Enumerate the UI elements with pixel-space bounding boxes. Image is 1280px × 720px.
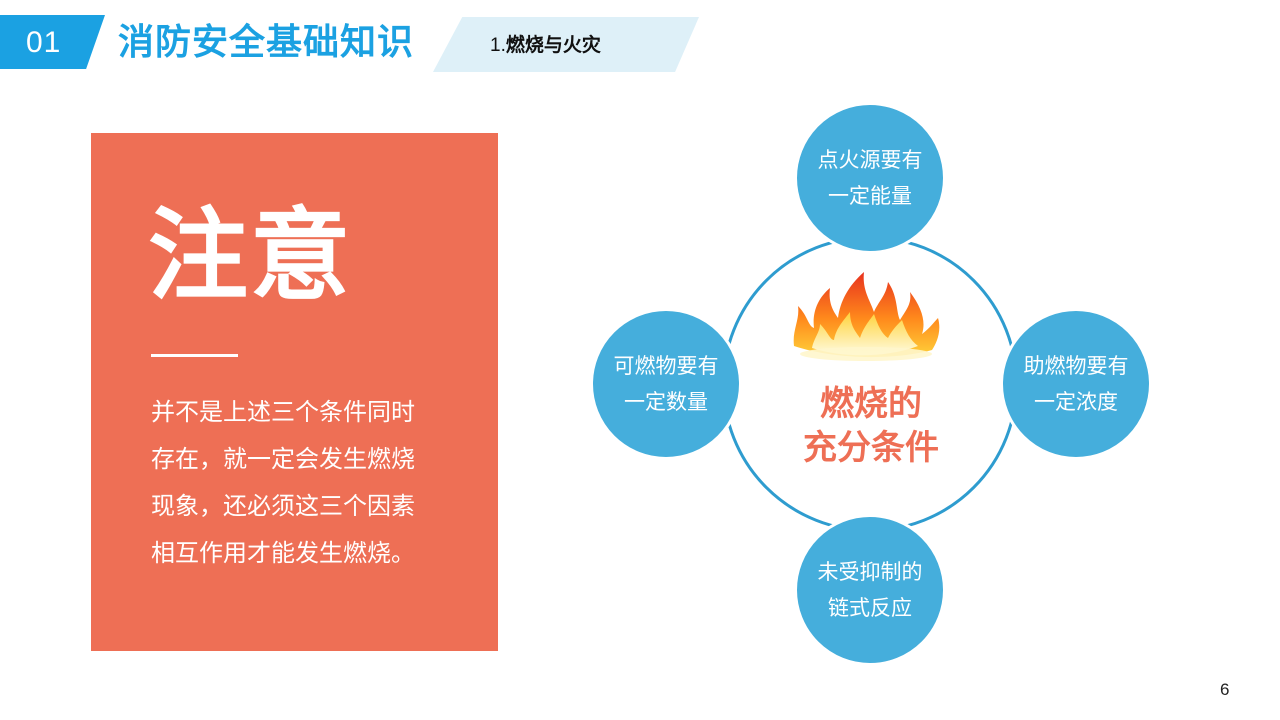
node-ignition-source: 点火源要有 一定能量 [794,102,946,254]
node-oxidizer: 助燃物要有 一定浓度 [1000,308,1152,460]
section-number-tab [0,15,105,69]
subtitle-text: 燃烧与火灾 [505,34,601,56]
note-line-3: 现象，还必须这三个因素 [151,492,415,520]
node-chain-reaction: 未受抑制的 链式反应 [794,514,946,666]
note-divider [151,354,238,357]
note-line-2: 存在，就一定会发生燃烧 [151,445,415,473]
node-top-line-1: 点火源要有 [817,148,923,172]
diagram-center-label: 燃烧的 充分条件 [786,382,956,470]
subtitle-number: 1. [490,35,506,56]
note-panel [91,133,498,651]
node-right-line-1: 助燃物要有 [1023,354,1129,378]
note-body: 并不是上述三个条件同时 存在，就一定会发生燃烧 现象，还必须这三个因素 相互作用… [151,389,461,577]
node-left-line-1: 可燃物要有 [613,354,719,378]
node-right-line-2: 一定浓度 [1034,390,1118,414]
flame-icon [793,272,940,361]
subtitle: 1.燃烧与火灾 [490,17,601,72]
center-line-1: 燃烧的 [820,384,922,424]
center-line-2: 充分条件 [803,428,939,468]
section-number: 01 [26,26,62,59]
note-line-4: 相互作用才能发生燃烧。 [151,539,415,567]
node-top-line-2: 一定能量 [828,184,912,208]
page-title: 消防安全基础知识 [118,22,415,63]
node-combustible: 可燃物要有 一定数量 [590,308,742,460]
node-bottom-line-2: 链式反应 [828,596,912,620]
note-title: 注意 [148,197,352,314]
node-left-line-2: 一定数量 [624,390,708,414]
subtitle-tab [433,17,699,72]
note-line-1: 并不是上述三个条件同时 [151,398,415,426]
node-bottom-line-1: 未受抑制的 [817,560,923,584]
page-number: 6 [1220,680,1230,699]
